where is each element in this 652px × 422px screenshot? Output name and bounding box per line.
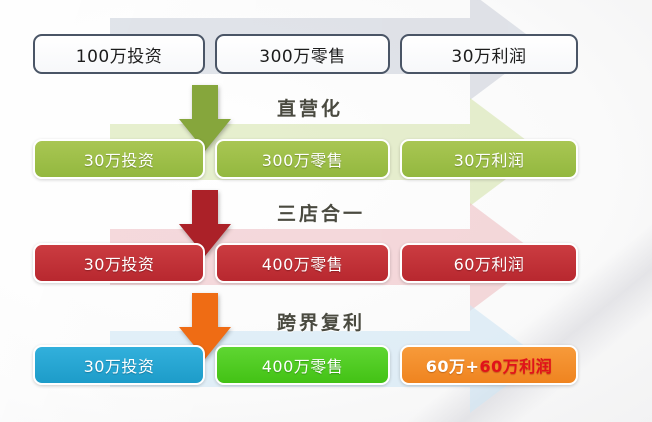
cell-baseline-investment[interactable]: 100万投资	[33, 34, 205, 74]
cell-baseline-retail[interactable]: 300万零售	[215, 34, 390, 74]
cell-compound-investment[interactable]: 30万投资	[33, 345, 205, 385]
cell-direct-investment[interactable]: 30万投资	[33, 139, 205, 179]
cell-baseline-profit[interactable]: 30万利润	[400, 34, 578, 74]
cell-compound-profit[interactable]: 60万+60万利润	[400, 345, 578, 385]
cell-merged-investment[interactable]: 30万投资	[33, 243, 205, 283]
stage-label-cross-border-compounding: 跨界复利	[277, 312, 366, 334]
cell-merged-retail[interactable]: 400万零售	[215, 243, 390, 283]
compound-profit-base: 60万+	[425, 357, 480, 376]
cell-direct-retail[interactable]: 300万零售	[215, 139, 390, 179]
stage-label-three-stores-merged: 三店合一	[277, 203, 366, 225]
cell-merged-profit[interactable]: 60万利润	[400, 243, 578, 283]
cell-direct-profit[interactable]: 30万利润	[400, 139, 578, 179]
compound-profit-bonus: 60万利润	[479, 357, 553, 376]
stage-label-direct-operation: 直营化	[277, 98, 344, 120]
cell-compound-retail[interactable]: 400万零售	[215, 345, 390, 385]
